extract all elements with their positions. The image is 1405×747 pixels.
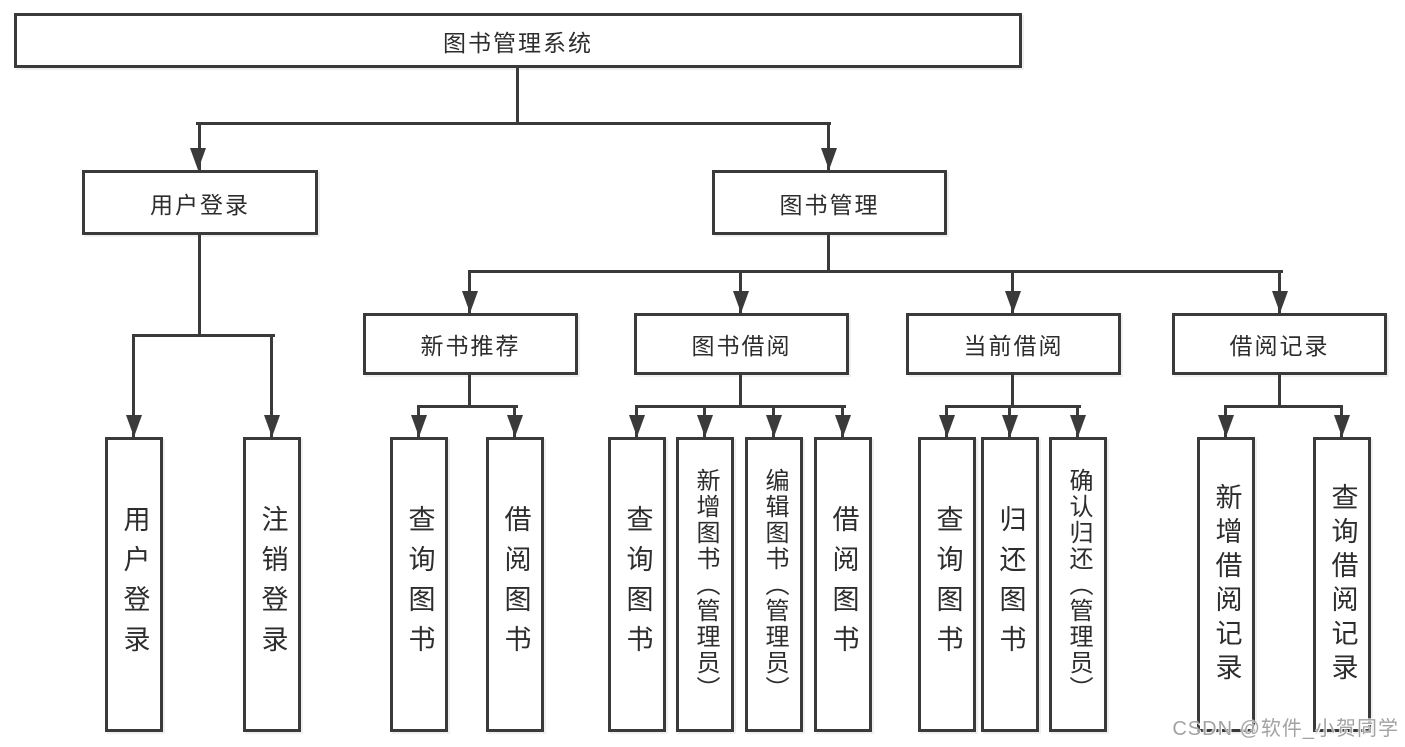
node-label: 查询图书 <box>932 504 963 665</box>
node-label: 确认归还（管理员） <box>1065 467 1092 702</box>
node-label: 新增图书（管理员） <box>692 467 719 702</box>
arrowhead-down-icon <box>507 415 523 437</box>
arrowhead-down-icon <box>1218 415 1234 437</box>
arrowhead-down-icon <box>1272 291 1288 313</box>
leaf-query-books-current: 查询图书 <box>918 437 976 732</box>
node-root-library-system: 图书管理系统 <box>14 13 1022 68</box>
node-book-borrowing: 图书借阅 <box>634 313 849 375</box>
node-label: 编辑图书（管理员） <box>761 467 788 702</box>
arrowhead-down-icon <box>1005 291 1021 313</box>
node-new-book-recommend: 新书推荐 <box>363 313 578 375</box>
connector-line <box>198 235 201 336</box>
leaf-confirm-return-admin: 确认归还（管理员） <box>1049 437 1107 732</box>
node-label: 新书推荐 <box>420 333 521 359</box>
connector-line <box>198 122 201 170</box>
connector-line <box>132 334 275 337</box>
leaf-add-borrow-record: 新增借阅记录 <box>1197 437 1255 732</box>
arrowhead-down-icon <box>1070 415 1086 437</box>
arrowhead-down-icon <box>126 415 142 437</box>
node-label: 查询图书 <box>622 504 653 665</box>
leaf-borrow-books-recommend: 借阅图书 <box>486 437 544 732</box>
leaf-query-books-recommend: 查询图书 <box>390 437 448 732</box>
csdn-watermark: CSDN @软件_小贺同学 <box>1172 718 1399 740</box>
leaf-borrow-books-borrowing: 借阅图书 <box>814 437 872 732</box>
arrowhead-down-icon <box>264 415 280 437</box>
node-label: 借阅图书 <box>828 504 859 665</box>
node-label: 图书管理 <box>779 191 880 218</box>
leaf-query-books-borrowing: 查询图书 <box>608 437 666 732</box>
arrowhead-down-icon <box>939 415 955 437</box>
node-label: 注销登录 <box>257 504 288 665</box>
arrowhead-down-icon <box>190 148 206 170</box>
node-label: 用户登录 <box>119 504 150 665</box>
connector-line <box>1224 405 1343 408</box>
connector-line <box>132 334 135 437</box>
node-label: 图书管理系统 <box>443 29 593 56</box>
node-borrowing-records: 借阅记录 <box>1172 313 1387 375</box>
connector-line <box>739 375 742 407</box>
connector-line <box>1278 375 1281 407</box>
arrowhead-down-icon <box>411 415 427 437</box>
node-label: 当前借阅 <box>963 333 1064 359</box>
connector-line <box>635 405 846 408</box>
node-label: 归还图书 <box>995 504 1026 665</box>
connector-line <box>468 270 1283 273</box>
connector-line <box>417 405 518 408</box>
arrowhead-down-icon <box>733 291 749 313</box>
leaf-add-books-admin: 新增图书（管理员） <box>676 437 734 732</box>
arrowhead-down-icon <box>766 415 782 437</box>
arrowhead-down-icon <box>1334 415 1350 437</box>
connector-line <box>827 235 830 273</box>
node-label: 借阅记录 <box>1229 333 1330 359</box>
arrowhead-down-icon <box>462 291 478 313</box>
leaf-logout: 注销登录 <box>243 437 301 732</box>
arrowhead-down-icon <box>697 415 713 437</box>
connector-line <box>196 122 831 125</box>
node-current-borrowing: 当前借阅 <box>906 313 1121 375</box>
connector-line <box>1011 375 1014 407</box>
connector-line <box>827 122 830 170</box>
node-book-management-branch: 图书管理 <box>712 170 947 235</box>
leaf-query-borrow-record: 查询借阅记录 <box>1313 437 1371 732</box>
leaf-return-books: 归还图书 <box>981 437 1039 732</box>
node-label: 图书借阅 <box>691 333 792 359</box>
connector-line <box>945 405 1081 408</box>
node-label: 新增借阅记录 <box>1211 482 1242 687</box>
node-label: 用户登录 <box>150 191 250 218</box>
node-label: 查询图书 <box>404 504 435 665</box>
arrowhead-down-icon <box>1002 415 1018 437</box>
connector-line <box>468 375 471 407</box>
leaf-edit-books-admin: 编辑图书（管理员） <box>745 437 803 732</box>
node-label: 查询借阅记录 <box>1327 482 1358 687</box>
arrowhead-down-icon <box>835 415 851 437</box>
node-label: 借阅图书 <box>500 504 531 665</box>
connector-line <box>516 68 519 124</box>
node-user-login-branch: 用户登录 <box>82 170 318 235</box>
connector-line <box>270 334 273 437</box>
leaf-user-login: 用户登录 <box>105 437 163 732</box>
arrowhead-down-icon <box>629 415 645 437</box>
arrowhead-down-icon <box>821 148 837 170</box>
